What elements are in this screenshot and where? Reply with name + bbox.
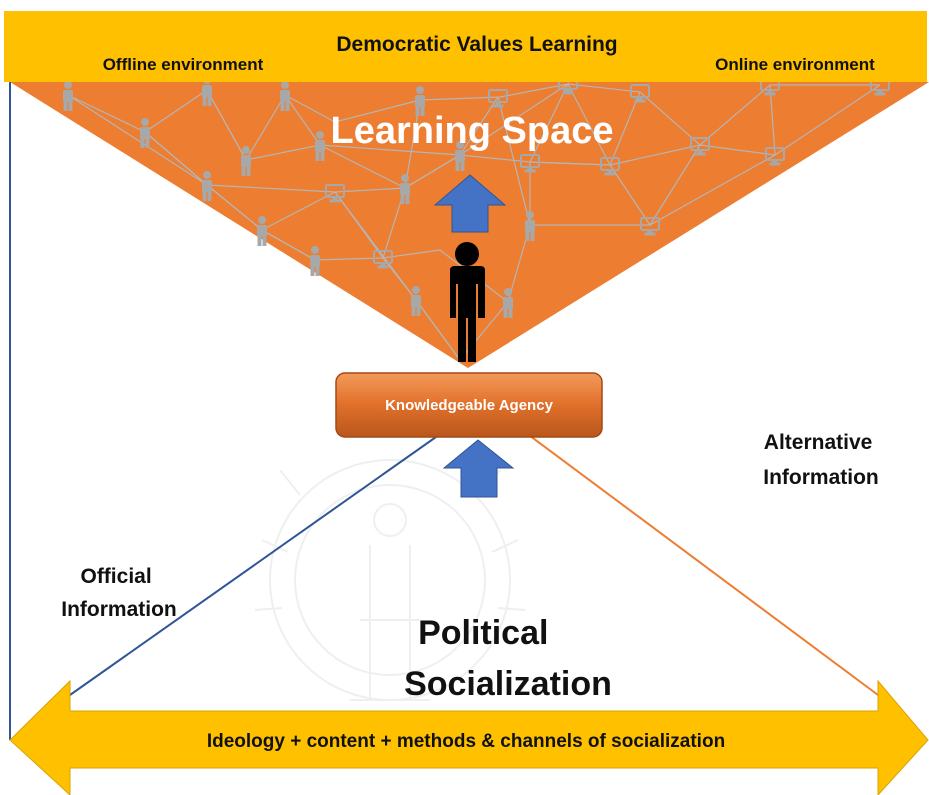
agent-person-icon — [450, 242, 485, 362]
upward-arrow-learning — [433, 174, 507, 233]
official-information-label: Official Information — [61, 565, 177, 621]
learning-space-title: Learning Space — [331, 110, 614, 152]
official-information-line — [69, 436, 437, 696]
bottom-double-arrow — [9, 679, 929, 795]
top-banner-title: Democratic Values Learning — [336, 33, 617, 56]
offline-environment-label: Offline environment — [103, 55, 264, 74]
knowledgeable-agency-box — [335, 372, 603, 438]
top-banner — [4, 11, 927, 82]
alternative-information-line — [497, 411, 879, 696]
alternative-information-label: Alternative Information — [763, 431, 879, 489]
upward-arrow-agency — [442, 439, 515, 498]
knowledgeable-agency-label: Knowledgeable Agency — [385, 397, 553, 414]
online-environment-label: Online environment — [715, 55, 875, 74]
bottom-arrow-label: Ideology + content + methods & channels … — [207, 731, 725, 752]
political-socialization-label: Political Socialization — [404, 614, 612, 703]
